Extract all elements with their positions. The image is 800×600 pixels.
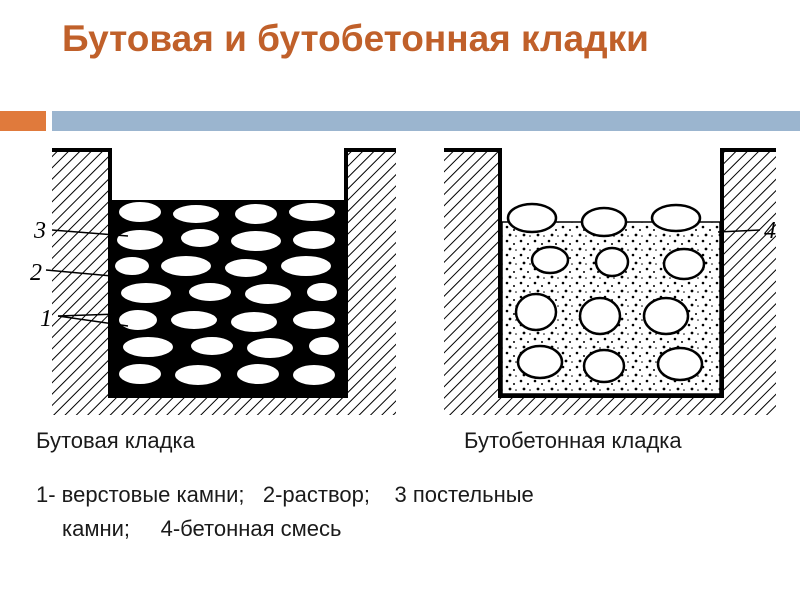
masonry-figures: 3 2 1 4	[30, 148, 776, 415]
legend-item-2: 2-раствор;	[262, 482, 371, 507]
legend-item-4: 4-бетонная смесь	[160, 516, 342, 541]
concrete-stones	[506, 202, 706, 384]
legend-item-3: 3 постельные	[394, 482, 534, 507]
rubble-masonry-figure: 3 2 1	[30, 148, 396, 415]
label-2: 2	[30, 260, 42, 286]
legend-text: 1- верстовые камни; 2-раствор; 3 постель…	[36, 478, 766, 546]
legend-item-3-cont: камни;	[62, 516, 131, 541]
label-3: 3	[33, 218, 46, 244]
right-ground-hatch	[444, 150, 776, 415]
label-4: 4	[764, 218, 776, 244]
left-leader-lines	[45, 229, 129, 327]
label-1: 1	[40, 306, 52, 332]
left-ground-hatch	[52, 150, 396, 415]
rubble-stones	[113, 200, 341, 387]
right-leader-line	[717, 229, 761, 233]
slide-title: Бутовая и бутобетонная кладки	[62, 18, 649, 59]
title-accent-bar	[0, 111, 46, 131]
caption-rubble-masonry: Бутовая кладка	[36, 428, 195, 453]
title-divider-bar	[52, 111, 800, 131]
rubble-concrete-figure: 4	[444, 148, 776, 415]
legend-item-1: 1- верстовые камни;	[36, 482, 245, 507]
caption-rubble-concrete-masonry: Бутобетонная кладка	[464, 428, 682, 453]
